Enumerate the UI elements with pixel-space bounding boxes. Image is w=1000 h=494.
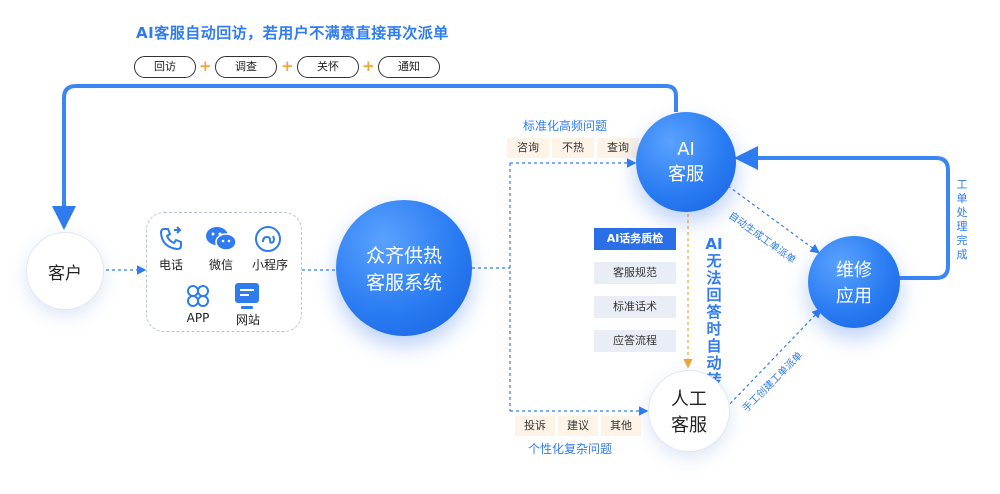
tag-complaint: 投诉 bbox=[515, 416, 555, 436]
mini-program-icon bbox=[254, 225, 282, 257]
ticket-done-text: 工单处理完成 bbox=[956, 178, 968, 261]
app-icon bbox=[185, 283, 211, 313]
step-pill-3: 关怀 bbox=[297, 56, 359, 78]
standard-tags: 咨询 不热 查询 bbox=[507, 138, 642, 158]
ai-service-node: AI 客服 bbox=[636, 112, 736, 212]
plus-icon: + bbox=[362, 57, 375, 75]
system-node: 众齐供热 客服系统 bbox=[336, 200, 472, 336]
qa-item-ai-quality: AI话务质检 bbox=[594, 228, 676, 250]
header-title: AI客服自动回访，若用户不满意直接再次派单 bbox=[136, 24, 449, 42]
system-label-line1: 众齐供热 bbox=[365, 245, 442, 267]
standard-questions-label: 标准化高频问题 bbox=[523, 119, 608, 133]
phone-icon bbox=[158, 226, 184, 256]
human-service-node: 人工 客服 bbox=[648, 370, 730, 452]
channel-label-wechat: 微信 bbox=[208, 258, 233, 272]
website-icon bbox=[234, 282, 260, 314]
ai-service-label-line1: AI bbox=[677, 138, 695, 160]
ai-to-repair-line bbox=[727, 185, 820, 254]
tag-suggestion: 建议 bbox=[558, 416, 598, 436]
channel-label-app: APP bbox=[186, 311, 210, 325]
plus-icon: + bbox=[199, 57, 212, 75]
ai-service-label-line2: 客服 bbox=[668, 163, 704, 185]
step-pill-4: 通知 bbox=[378, 56, 440, 78]
human-service-label-line1: 人工 bbox=[671, 389, 707, 410]
tag-not-hot: 不热 bbox=[552, 138, 594, 158]
customer-label: 客户 bbox=[48, 263, 82, 284]
tag-query: 查询 bbox=[597, 138, 639, 158]
qa-item-standard-scripts: 标准话术 bbox=[594, 296, 676, 318]
human-to-repair-line bbox=[725, 308, 822, 409]
repair-label-line2: 应用 bbox=[836, 286, 872, 307]
personal-tags: 投诉 建议 其他 bbox=[515, 416, 644, 436]
repair-node: 维修 应用 bbox=[808, 236, 900, 328]
repair-to-ai-loop-line bbox=[734, 146, 950, 280]
return-loop-line bbox=[52, 84, 678, 230]
personal-questions-label: 个性化复杂问题 bbox=[528, 442, 613, 456]
channel-label-phone: 电话 bbox=[158, 258, 183, 272]
step-pill-2: 调查 bbox=[215, 56, 277, 78]
channel-label-mini-program: 小程序 bbox=[251, 258, 288, 272]
repair-label-line1: 维修 bbox=[836, 260, 872, 281]
tag-consult: 咨询 bbox=[507, 138, 549, 158]
step-pill-1: 回访 bbox=[134, 56, 196, 78]
tag-other: 其他 bbox=[601, 416, 641, 436]
system-label-line2: 客服系统 bbox=[365, 272, 442, 294]
plus-icon: + bbox=[281, 57, 294, 75]
wechat-icon bbox=[205, 225, 237, 257]
system-branch-line bbox=[472, 163, 511, 411]
human-service-label-line2: 客服 bbox=[671, 415, 707, 436]
qa-item-response-flow: 应答流程 bbox=[594, 330, 676, 352]
qa-item-service-norms: 客服规范 bbox=[594, 262, 676, 284]
customer-node: 客户 bbox=[26, 232, 104, 310]
channel-label-website: 网站 bbox=[235, 313, 260, 327]
